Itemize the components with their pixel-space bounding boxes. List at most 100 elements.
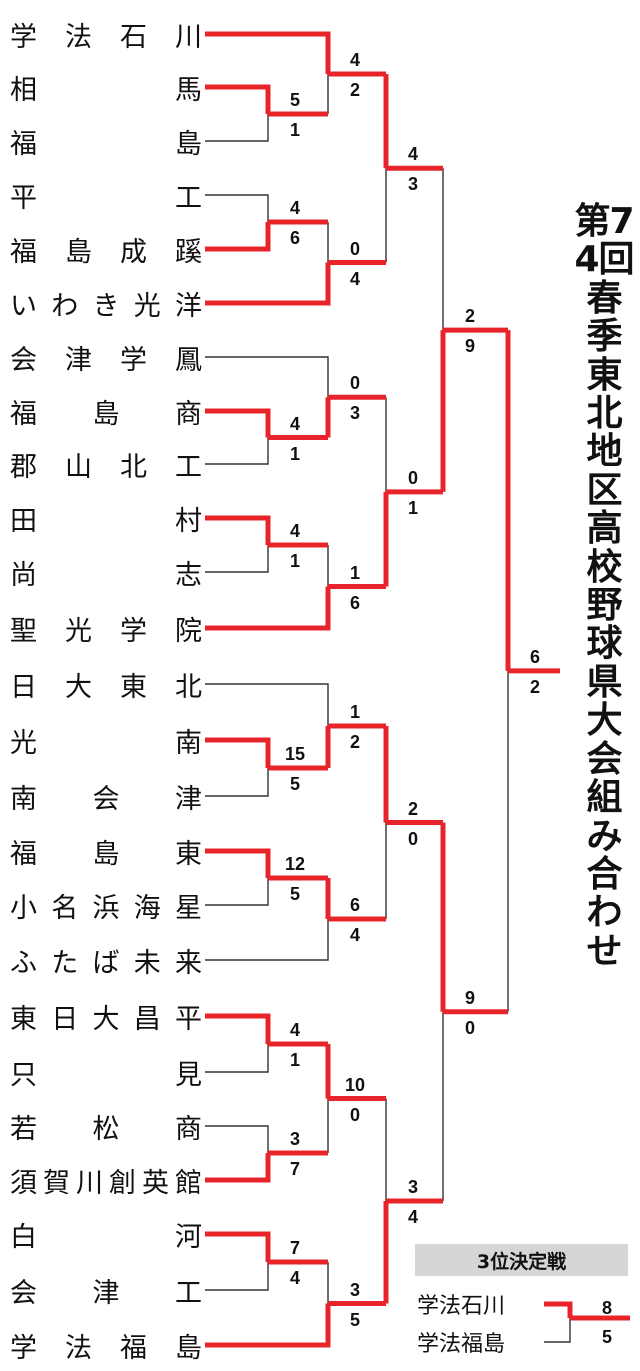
bracket-line	[205, 437, 269, 465]
bracket-line	[205, 878, 269, 906]
team-name-char: 賀	[43, 1167, 70, 1199]
team-name-char: 鳳	[175, 344, 202, 376]
match-score-top: 7	[289, 1238, 300, 1258]
team-name: 福島商	[10, 393, 202, 430]
match-score-top: 4	[407, 144, 418, 165]
team-name-char: 南	[10, 783, 37, 815]
third-place-score-bottom: 5	[601, 1327, 612, 1347]
match-score-top: 3	[289, 1129, 300, 1149]
team-name-char: ば	[92, 947, 120, 979]
team-name-char: 館	[175, 1167, 202, 1199]
match-score-bottom: 5	[289, 774, 300, 794]
match-score-bottom: 0	[464, 1017, 475, 1038]
winner-bracket-line	[205, 1013, 271, 1044]
bracket-line	[205, 1262, 269, 1291]
tournament-title: 第74回春季東北地区高校野球県大会組み合わせ	[574, 201, 634, 972]
team-name-char: 東	[10, 1003, 37, 1035]
team-name-char: 松	[92, 1113, 120, 1145]
team-name-char: 北	[120, 451, 147, 483]
team-name-char: 院	[175, 615, 202, 647]
team-name: 平工	[10, 177, 202, 214]
match-score-bottom: 2	[349, 732, 360, 752]
team-name-char: 法	[65, 1332, 92, 1364]
team-name-char: 日	[10, 671, 37, 703]
team-name-char: 須	[10, 1167, 37, 1199]
match-score-bottom: 1	[289, 443, 300, 464]
team-name-char: 昌	[133, 1003, 161, 1035]
winner-bracket-line	[205, 848, 271, 878]
match-score-bottom: 2	[349, 80, 360, 100]
match-score-top: 4	[349, 50, 360, 70]
winner-bracket-line	[205, 408, 271, 438]
team-name-char: 小	[10, 892, 37, 924]
bracket-line	[205, 768, 269, 797]
match-score-bottom: 1	[407, 497, 418, 518]
team-name-char: 成	[120, 236, 147, 268]
team-name-char: 川	[175, 21, 202, 53]
team-name-char: 馬	[175, 74, 202, 106]
match-score-top: 6	[529, 646, 540, 667]
team-name: 福島成蹊	[10, 231, 202, 268]
team-name: 須賀川創英館	[10, 1162, 202, 1199]
team-name: 南会津	[10, 778, 202, 815]
team-name-char: 田	[10, 505, 37, 537]
team-name-char: 学	[120, 344, 147, 376]
match-score-top: 5	[289, 90, 300, 110]
team-name-char: 只	[10, 1059, 37, 1091]
winner-bracket-line	[205, 31, 331, 74]
winner-bracket-line	[205, 515, 271, 545]
match-score-bottom: 0	[407, 828, 418, 849]
match-score-top: 4	[289, 1020, 300, 1040]
match-score-bottom: 1	[289, 1050, 300, 1070]
team-name-char: 島	[175, 1332, 202, 1364]
team-name-char: わ	[51, 290, 79, 322]
team-name-char: 石	[120, 21, 147, 53]
team-name-char: 相	[10, 74, 37, 106]
team-name-char: 津	[175, 783, 202, 815]
bracket-line	[205, 545, 269, 573]
team-name-char: 学	[10, 21, 37, 53]
team-name-char: 来	[175, 947, 202, 979]
team-name: 学法石川	[10, 16, 202, 53]
team-name-char: た	[51, 947, 79, 979]
team-name-char: 会	[10, 344, 37, 376]
team-name-char: き	[92, 290, 120, 322]
team-name-char: 商	[175, 1113, 202, 1145]
team-name: 東日大昌平	[10, 998, 202, 1035]
team-name-char: 島	[65, 236, 92, 268]
match-score-bottom: 4	[349, 925, 360, 945]
team-name: 福島東	[10, 833, 202, 870]
team-name-char: 南	[175, 727, 202, 759]
winner-bracket-line	[205, 84, 271, 114]
team-name: 光南	[10, 722, 202, 759]
team-name-char: 大	[65, 671, 92, 703]
team-name-char: 創	[109, 1167, 136, 1199]
match-score-bottom: 1	[289, 120, 300, 140]
bracket-line	[544, 1318, 571, 1343]
match-score-top: 0	[349, 238, 360, 259]
team-name-char: 白	[10, 1221, 37, 1253]
team-name-char: ふ	[10, 947, 37, 979]
bracket-line	[205, 194, 269, 222]
match-score-top: 4	[289, 198, 300, 218]
team-name-char: 福	[120, 1332, 147, 1364]
team-name: いわき光洋	[10, 285, 202, 322]
bracket-line	[205, 919, 329, 961]
winner-bracket-line	[205, 1153, 271, 1183]
team-name-char: 名	[51, 892, 79, 924]
bracket-line	[205, 356, 329, 398]
team-name-char: 東	[175, 838, 202, 870]
match-score-top: 3	[349, 1279, 360, 1300]
team-name-char: い	[10, 290, 37, 322]
team-name-char: 日	[51, 1003, 79, 1035]
team-name-char: 洋	[175, 290, 202, 322]
team-name-char: 未	[133, 947, 161, 979]
match-score-top: 1	[349, 702, 360, 722]
team-name-char: 福	[10, 838, 37, 870]
third-place-team-2: 学法福島	[417, 1332, 506, 1357]
team-name-char: 会	[92, 783, 120, 815]
team-name-char: 東	[120, 671, 147, 703]
match-score-top: 10	[344, 1074, 366, 1095]
team-name: 学法福島	[10, 1327, 202, 1364]
match-score-bottom: 4	[349, 268, 360, 289]
